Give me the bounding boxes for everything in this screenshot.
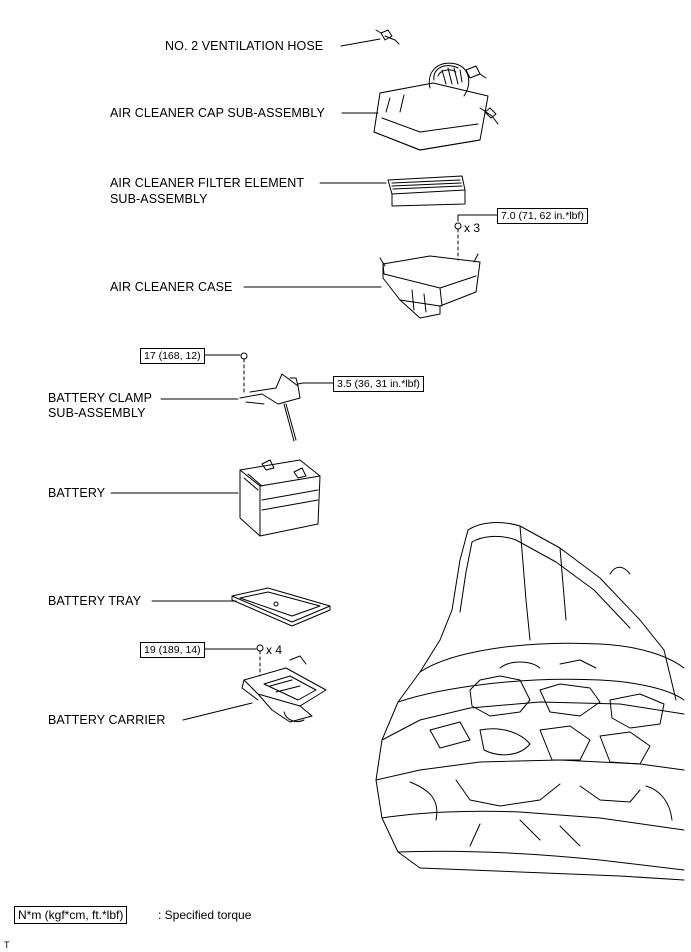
battery-drawing bbox=[239, 459, 321, 537]
label-battery-tray: BATTERY TRAY bbox=[48, 594, 142, 608]
ventilation-hose-drawing bbox=[375, 29, 400, 45]
label-battery-carrier: BATTERY CARRIER bbox=[48, 713, 166, 727]
corner-tag: T bbox=[4, 940, 10, 950]
torque-clamp-nut: 3.5 (36, 31 in.*lbf) bbox=[333, 376, 424, 392]
torque-case-bolts: 7.0 (71, 62 in.*lbf) bbox=[497, 208, 588, 224]
torque-clamp-bolt: 17 (168, 12) bbox=[140, 348, 205, 364]
battery-clamp-drawing bbox=[239, 352, 304, 442]
filter-element-drawing bbox=[387, 175, 466, 207]
label-filter-element-line2: SUB-ASSEMBLY bbox=[110, 192, 208, 206]
quantity-carrier-bolts: x 4 bbox=[266, 643, 283, 657]
label-filter-element-line1: AIR CLEANER FILTER ELEMENT bbox=[110, 176, 305, 190]
air-cleaner-cap-drawing bbox=[373, 62, 499, 151]
legend-torque-unit-box: N*m (kgf*cm, ft.*lbf) bbox=[14, 906, 128, 924]
battery-tray-drawing bbox=[231, 587, 331, 627]
battery-carrier-drawing bbox=[241, 644, 327, 723]
legend-description: : Specified torque bbox=[158, 908, 252, 922]
label-air-cleaner-case: AIR CLEANER CASE bbox=[110, 280, 233, 294]
label-ventilation-hose: NO. 2 VENTILATION HOSE bbox=[165, 39, 324, 53]
vehicle-reference-drawing bbox=[375, 522, 685, 881]
leader-lines bbox=[110, 38, 498, 721]
torque-carrier-bolts: 19 (189, 14) bbox=[140, 642, 205, 658]
air-cleaner-case-drawing bbox=[379, 222, 481, 319]
quantity-case-bolts: x 3 bbox=[464, 221, 481, 235]
label-battery-clamp-line1: BATTERY CLAMP bbox=[48, 391, 153, 405]
label-air-cleaner-cap: AIR CLEANER CAP SUB-ASSEMBLY bbox=[110, 106, 325, 120]
label-battery: BATTERY bbox=[48, 486, 106, 500]
label-battery-clamp-line2: SUB-ASSEMBLY bbox=[48, 406, 146, 420]
